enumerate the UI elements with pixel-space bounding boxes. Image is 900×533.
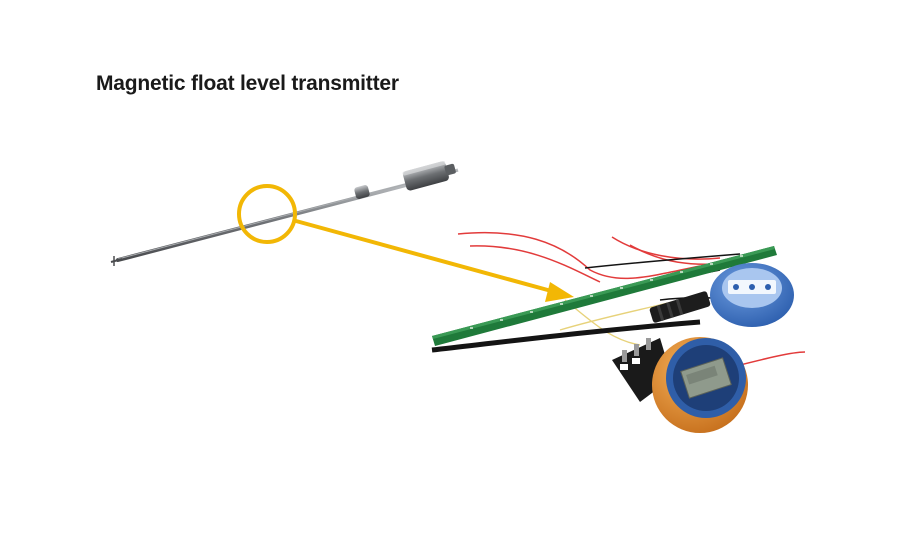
pcb-strip [432, 246, 777, 346]
highlight-circle [237, 184, 297, 244]
transmitter-head [710, 263, 794, 327]
cable-connector [649, 291, 711, 323]
diagram-title: Magnetic float level transmitter [96, 72, 399, 95]
probe-collar [354, 185, 370, 199]
magnetic-float [402, 161, 456, 191]
zoom-arrow [294, 219, 574, 302]
lcd-display-module [652, 337, 748, 433]
